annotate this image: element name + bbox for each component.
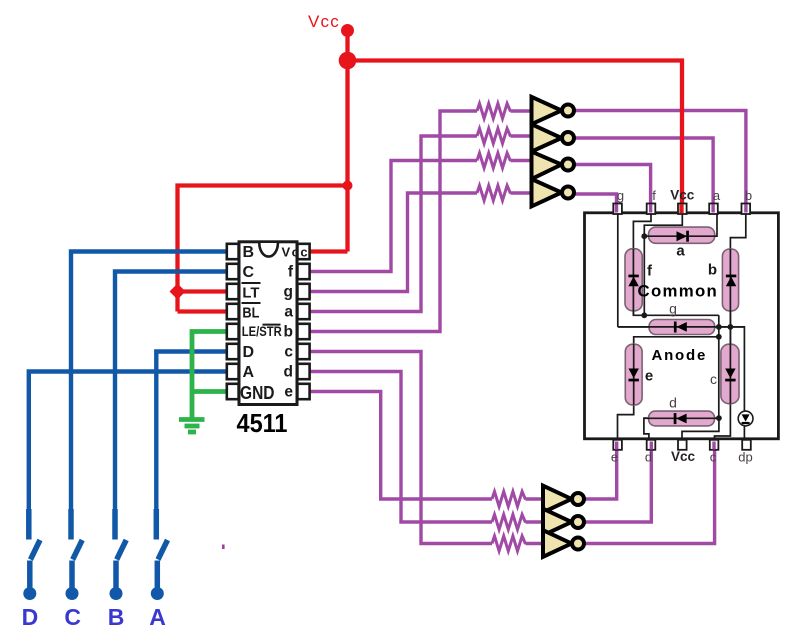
svg-text:Vcc: Vcc (670, 188, 695, 203)
svg-text:Anode: Anode (651, 347, 707, 364)
svg-text:Common: Common (638, 281, 719, 300)
svg-text:f: f (288, 264, 294, 281)
svg-text:e: e (645, 367, 653, 384)
svg-text:Vcc: Vcc (671, 449, 696, 464)
svg-text:d: d (284, 364, 293, 381)
svg-text:GND: GND (240, 383, 275, 403)
svg-text:d: d (669, 395, 677, 411)
svg-text:g: g (284, 284, 293, 301)
svg-text:B: B (243, 244, 255, 261)
svg-text:a: a (713, 188, 721, 203)
svg-text:D: D (243, 344, 255, 361)
svg-text:a: a (676, 243, 685, 260)
svg-text:b: b (284, 324, 293, 341)
svg-text:g: g (617, 188, 624, 203)
svg-text:c: c (284, 344, 293, 361)
svg-text:d: d (645, 450, 652, 465)
svg-text:Vcc: Vcc (308, 12, 340, 31)
svg-text:b: b (745, 188, 752, 203)
svg-text:LT: LT (242, 285, 259, 302)
svg-text:f: f (647, 263, 653, 280)
svg-text:BL: BL (242, 305, 259, 322)
svg-text:dp: dp (738, 450, 752, 465)
svg-text:C: C (64, 604, 81, 630)
svg-text:f: f (652, 188, 656, 203)
svg-text:c: c (710, 450, 717, 465)
svg-text:D: D (22, 604, 39, 630)
svg-text:e: e (284, 384, 293, 401)
svg-text:g: g (669, 301, 677, 317)
svg-text:Vcc: Vcc (282, 245, 310, 260)
svg-text:A: A (243, 364, 255, 381)
svg-text:a: a (284, 304, 293, 321)
svg-text:C: C (243, 264, 255, 281)
svg-text:LE/STR: LE/STR (242, 323, 282, 339)
svg-text:e: e (611, 450, 618, 465)
svg-text:B: B (108, 604, 125, 630)
svg-text:4511: 4511 (237, 408, 288, 438)
svg-text:c: c (710, 371, 717, 387)
svg-text:b: b (708, 262, 717, 279)
svg-text:A: A (149, 604, 166, 630)
